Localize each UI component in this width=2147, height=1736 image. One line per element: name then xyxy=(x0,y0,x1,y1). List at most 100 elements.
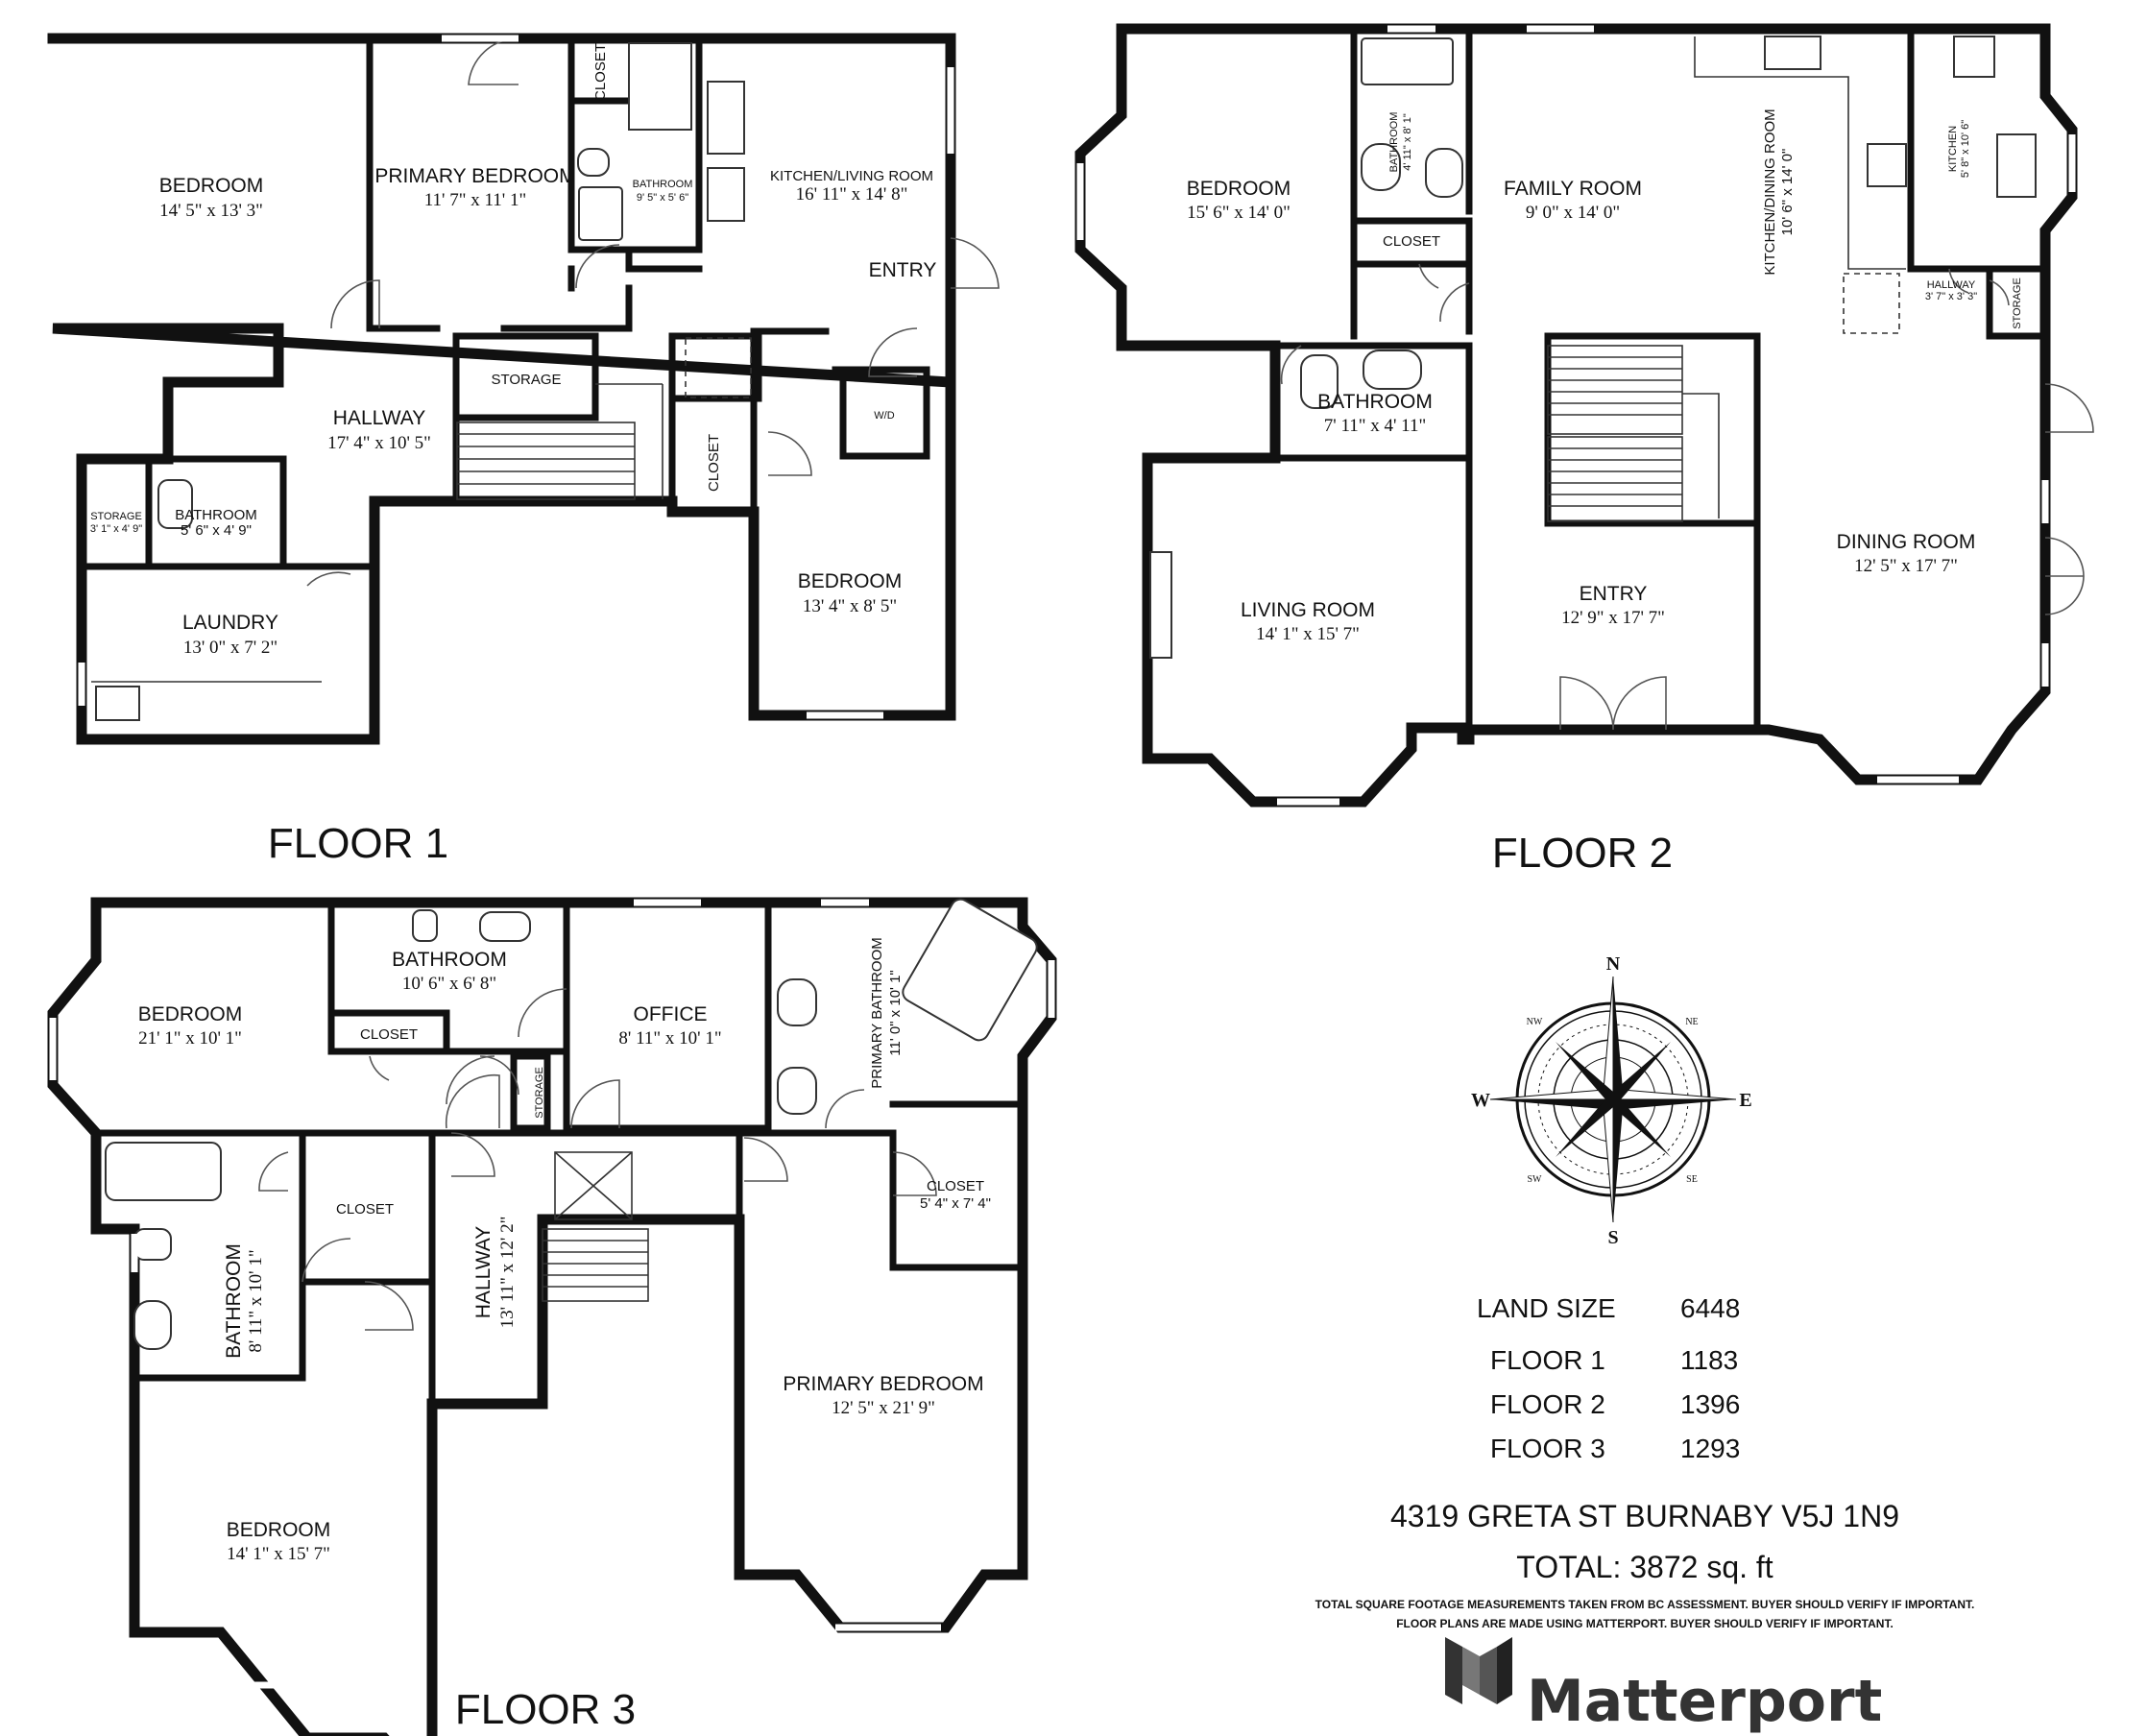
door-swing xyxy=(302,1238,351,1283)
double-door xyxy=(1559,676,1667,731)
room-label: KITCHEN/LIVING ROOM xyxy=(770,168,933,184)
room-dimensions: 14' 1" x 15' 7" xyxy=(1256,624,1360,644)
door-swing xyxy=(518,988,567,1038)
door-swing xyxy=(258,1151,289,1192)
door-swing xyxy=(369,1055,390,1081)
room-label: PRIMARY BATHROOM xyxy=(869,937,885,1089)
floor-2-stairs xyxy=(1547,345,1720,522)
floor-3-outer-wall xyxy=(47,897,1057,1736)
floor-3-interior-walls xyxy=(92,899,1026,1579)
room-label: STORAGE xyxy=(2012,277,2023,329)
stat-label: FLOOR 3 xyxy=(1490,1434,1605,1463)
room-label: BEDROOM xyxy=(159,175,264,197)
room-label: BATHROOM xyxy=(392,949,507,971)
room-dimensions: 7' 11" x 4' 11" xyxy=(1324,416,1426,436)
sink-icon xyxy=(1996,133,2037,198)
toilet-icon xyxy=(1425,148,1463,198)
door-swing xyxy=(767,431,812,476)
stat-label: FLOOR 1 xyxy=(1490,1345,1605,1375)
compass-nw-label: NW xyxy=(1527,1017,1543,1027)
room-dimensions: 10' 6" x 14' 0" xyxy=(1779,149,1796,236)
toilet-icon xyxy=(412,909,438,942)
room-dimensions: 13' 0" x 7' 2" xyxy=(183,638,277,658)
stat-value: 6448 xyxy=(1680,1293,1740,1323)
bathtub-icon xyxy=(902,898,1038,1042)
floor-1-labels: BEDROOM 14' 5" x 13' 3" PRIMARY BEDROOM … xyxy=(90,43,937,658)
room-dimensions: 3' 1" x 4' 9" xyxy=(90,523,142,535)
door-swing xyxy=(306,571,351,587)
bathtub-icon xyxy=(105,1142,222,1201)
room-dimensions: 12' 5" x 21' 9" xyxy=(832,1398,935,1418)
compass-north-label: N xyxy=(1606,953,1621,975)
room-label: CLOSET xyxy=(336,1201,394,1218)
room-dimensions: 4' 11" x 8' 1" xyxy=(1402,113,1413,171)
door-swing xyxy=(1280,345,1302,385)
attic-hatch xyxy=(554,1151,633,1220)
sink-icon xyxy=(707,81,745,155)
floor-2-labels: BEDROOM 15' 6" x 14' 0" BATHROOM 4' 11" … xyxy=(1187,108,2023,644)
room-dimensions: 9' 0" x 14' 0" xyxy=(1526,203,1620,223)
door-swing xyxy=(468,37,519,85)
stat-label: LAND SIZE xyxy=(1477,1293,1616,1323)
room-dimensions: 14' 5" x 13' 3" xyxy=(159,201,263,221)
shower-icon xyxy=(628,42,692,131)
floor-1-plan: BEDROOM 14' 5" x 13' 3" PRIMARY BEDROOM … xyxy=(47,33,1000,867)
door-swing xyxy=(950,237,1000,289)
door-swing xyxy=(330,279,380,329)
room-label: KITCHEN/DINING ROOM xyxy=(1762,108,1778,275)
room-dimensions: 9' 5" x 5' 6" xyxy=(637,192,688,204)
room-label: BEDROOM xyxy=(138,1003,243,1025)
room-dimensions: 13' 4" x 8' 5" xyxy=(803,596,897,616)
sink-icon xyxy=(1363,350,1422,390)
door-swing xyxy=(364,1281,414,1331)
room-label: W/D xyxy=(874,410,894,422)
room-label: BATHROOM xyxy=(223,1243,245,1359)
door-swing xyxy=(743,1137,788,1182)
room-dimensions: 12' 9" x 17' 7" xyxy=(1561,608,1665,628)
door-swing xyxy=(575,244,620,289)
door-swing xyxy=(1439,282,1470,323)
floor-3-labels: BEDROOM 21' 1" x 10' 1" BATHROOM 10' 6" … xyxy=(138,937,991,1564)
sink-icon xyxy=(133,1300,172,1350)
room-label: CLOSET xyxy=(1383,233,1440,250)
floor-3-stairs xyxy=(542,1228,649,1302)
room-label: LAUNDRY xyxy=(182,612,278,634)
stove-icon xyxy=(1867,143,1907,187)
laundry-sink-icon xyxy=(95,686,140,721)
stat-label: FLOOR 2 xyxy=(1490,1389,1605,1419)
floor-1-interior-walls xyxy=(78,35,930,570)
vanity-icon xyxy=(578,186,623,241)
toilet-icon xyxy=(133,1228,172,1261)
floor-1-stairs xyxy=(456,383,663,500)
room-dimensions: 8' 11" x 10' 1" xyxy=(246,1249,266,1352)
room-label: BEDROOM xyxy=(798,570,903,592)
room-label: CLOSET xyxy=(592,43,609,101)
sink-icon xyxy=(479,911,531,942)
fridge-space xyxy=(685,337,752,398)
brand-name: Matterport xyxy=(1527,1668,1882,1735)
floor-title: FLOOR 3 xyxy=(455,1686,636,1733)
room-label: HALLWAY xyxy=(1927,279,1976,291)
room-label: BEDROOM xyxy=(227,1519,331,1541)
door-swing xyxy=(825,1089,865,1129)
fireplace-icon xyxy=(1149,551,1172,659)
room-dimensions: 3' 7" x 3' 3" xyxy=(1925,291,1977,302)
room-dimensions: 13' 11" x 12' 2" xyxy=(497,1217,518,1329)
room-dimensions: 11' 7" x 11' 1" xyxy=(424,190,526,210)
room-dimensions: 15' 6" x 14' 0" xyxy=(1187,203,1291,223)
floor-title: FLOOR 2 xyxy=(1492,830,1673,877)
floor-2-interior-walls xyxy=(1118,25,2049,734)
room-label: BEDROOM xyxy=(1187,178,1291,200)
room-label: KITCHEN xyxy=(1947,126,1959,172)
stat-value: 1293 xyxy=(1680,1434,1740,1463)
compass-south-label: S xyxy=(1607,1227,1618,1248)
disclaimer-line: TOTAL SQUARE FOOTAGE MEASUREMENTS TAKEN … xyxy=(1315,1598,1975,1611)
compass-rose-icon: N S E W NE NW SE SW xyxy=(1471,953,1752,1248)
toilet-icon xyxy=(1300,354,1339,409)
compass-ne-label: NE xyxy=(1685,1017,1698,1027)
matterport-logo: Matterport xyxy=(1445,1637,1882,1735)
kitchen-counter xyxy=(1694,36,1906,270)
matterport-logo-icon xyxy=(1445,1637,1512,1704)
door-swing xyxy=(479,1055,519,1096)
room-label: BATHROOM xyxy=(1388,112,1400,173)
